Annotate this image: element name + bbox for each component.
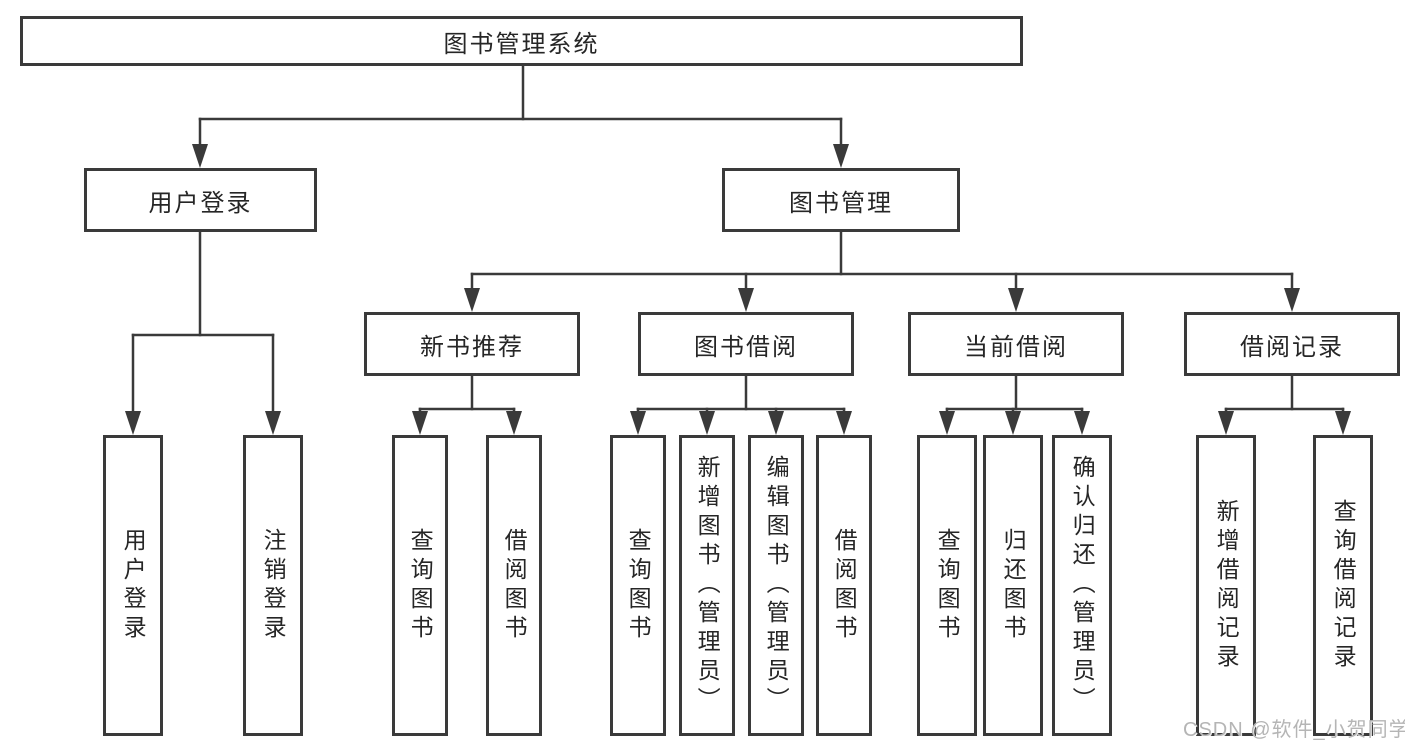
node-borrowing-records: 借阅记录	[1184, 312, 1400, 376]
node-leaf-nbr-query-books: 查询图书	[392, 435, 448, 736]
node-leaf-cb-return-books: 归还图书	[983, 435, 1043, 736]
node-current-borrowing: 当前借阅	[908, 312, 1124, 376]
node-leaf-nbr-borrow-books: 借阅图书	[486, 435, 542, 736]
node-label: 用户登录	[148, 189, 253, 217]
node-label: 图书借阅	[694, 333, 798, 361]
node-label: 借阅图书	[831, 527, 858, 644]
node-label: 归还图书	[1000, 527, 1027, 644]
node-label: 用户登录	[120, 527, 147, 644]
node-leaf-user-login: 用户登录	[103, 435, 163, 736]
node-leaf-bb-edit-books-admin: 编辑图书（管理员）	[748, 435, 804, 736]
node-label: 图书管理系统	[443, 30, 600, 58]
node-book-management: 图书管理	[722, 168, 960, 232]
node-label: 确认归还（管理员）	[1069, 455, 1096, 716]
csdn-watermark: CSDN @软件_小贺同学	[1183, 719, 1405, 741]
node-root: 图书管理系统	[20, 16, 1023, 66]
node-label: 查询借阅记录	[1330, 498, 1357, 673]
node-label: 查询图书	[407, 527, 434, 644]
node-leaf-cb-confirm-return-admin: 确认归还（管理员）	[1052, 435, 1112, 736]
node-label: 新增借阅记录	[1213, 498, 1240, 673]
node-user-login: 用户登录	[84, 168, 317, 232]
arrowheads	[125, 144, 1351, 435]
node-book-borrowing: 图书借阅	[638, 312, 854, 376]
node-leaf-bb-add-books-admin: 新增图书（管理员）	[679, 435, 735, 736]
node-label: 查询图书	[934, 527, 961, 644]
node-label: 查询图书	[625, 527, 652, 644]
node-new-book-recommend: 新书推荐	[364, 312, 580, 376]
node-label: 新书推荐	[420, 333, 524, 361]
node-label: 注销登录	[260, 527, 287, 644]
node-label: 新增图书（管理员）	[694, 455, 721, 716]
node-label: 借阅记录	[1240, 333, 1344, 361]
node-leaf-br-add-borrow-record: 新增借阅记录	[1196, 435, 1256, 736]
node-label: 借阅图书	[501, 527, 528, 644]
node-leaf-bb-borrow-books: 借阅图书	[816, 435, 872, 736]
node-leaf-bb-query-books: 查询图书	[610, 435, 666, 736]
node-leaf-br-query-borrow-record: 查询借阅记录	[1313, 435, 1373, 736]
node-label: 当前借阅	[964, 333, 1068, 361]
node-label: 编辑图书（管理员）	[763, 455, 790, 716]
node-leaf-logout: 注销登录	[243, 435, 303, 736]
node-leaf-cb-query-books: 查询图书	[917, 435, 977, 736]
node-label: 图书管理	[789, 189, 893, 217]
